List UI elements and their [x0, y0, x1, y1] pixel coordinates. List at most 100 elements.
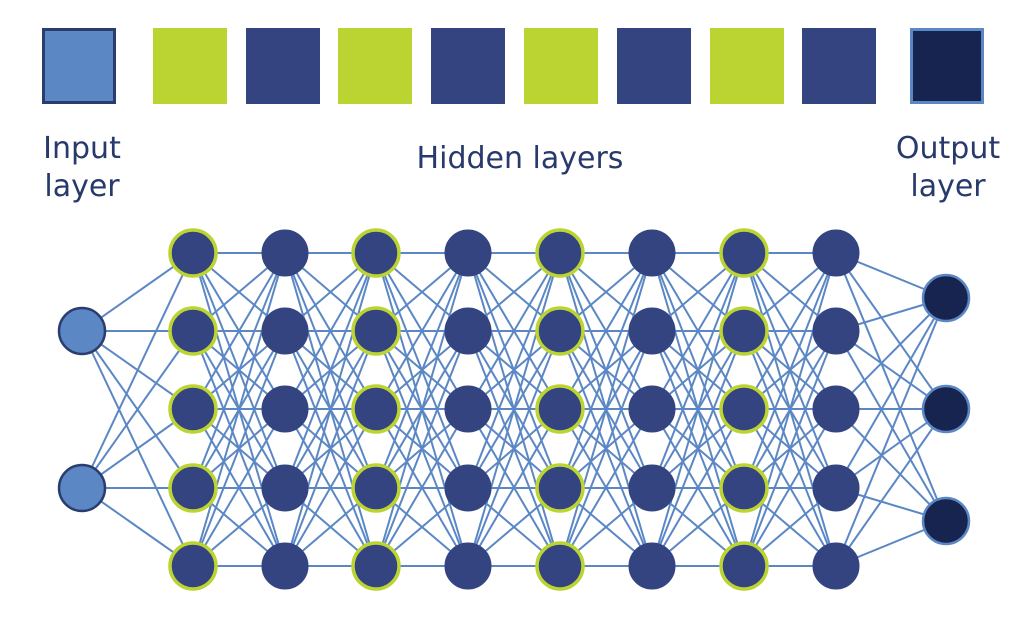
edge-3-3-0	[375, 252, 469, 489]
neuron-green-3-3	[351, 463, 401, 513]
hidden-layers-label: Hidden layers	[416, 141, 624, 176]
neuron-green-7-1	[719, 306, 769, 356]
edge-0-1-1	[81, 330, 194, 489]
legend-square-green-5	[524, 28, 598, 104]
edge-4-4-1	[467, 330, 561, 567]
neuron-green-3-1	[351, 306, 401, 356]
edge-6-2-0	[651, 252, 745, 410]
neuron-green-3-0	[351, 228, 401, 278]
edge-7-3-0	[743, 252, 837, 489]
neuron-input-0-1	[57, 463, 107, 513]
neuron-input-0-0	[57, 306, 107, 356]
edge-6-3-0	[651, 252, 745, 489]
edge-8-0-2	[835, 252, 947, 522]
neuron-navy-2-3	[261, 464, 309, 512]
legend-square-navy-6	[617, 28, 691, 104]
edge-5-2-0	[559, 252, 653, 410]
neuron-green-1-4	[168, 541, 218, 591]
neuron-navy-2-1	[261, 307, 309, 355]
neuron-green-3-4	[351, 541, 401, 591]
edge-7-4-0	[743, 252, 837, 567]
neuron-green-5-0	[535, 228, 585, 278]
edge-4-2-0	[467, 252, 561, 410]
neuron-green-7-0	[719, 228, 769, 278]
neuron-green-5-4	[535, 541, 585, 591]
neuron-green-5-1	[535, 306, 585, 356]
neuron-navy-8-3	[812, 464, 860, 512]
legend-square-navy-4	[431, 28, 505, 104]
edge-2-2-0	[284, 252, 377, 410]
neuron-green-7-4	[719, 541, 769, 591]
edge-1-4-1	[192, 330, 286, 567]
edge-8-0-1	[835, 252, 947, 410]
edge-0-1-0	[81, 252, 194, 489]
neuron-green-7-2	[719, 384, 769, 434]
neuron-navy-4-0	[444, 229, 492, 277]
edge-2-4-1	[284, 330, 377, 567]
edge-4-4-2	[467, 408, 561, 567]
input-label-line1: Input	[43, 131, 121, 166]
neuron-navy-8-1	[812, 307, 860, 355]
edge-4-4-0	[467, 252, 561, 567]
neuron-navy-4-2	[444, 385, 492, 433]
edge-3-2-0	[375, 252, 469, 410]
neuron-navy-2-0	[261, 229, 309, 277]
edge-2-4-2	[284, 408, 377, 567]
edge-3-4-0	[375, 252, 469, 567]
neuron-output-9-0	[921, 273, 971, 323]
edge-2-3-0	[284, 252, 377, 489]
edge-8-1-2	[835, 330, 947, 522]
edge-5-4-0	[559, 252, 653, 567]
neuron-navy-2-4	[261, 542, 309, 590]
output-label-line2: layer	[910, 169, 986, 204]
neuron-navy-8-4	[812, 542, 860, 590]
edge-2-4-0	[284, 252, 377, 567]
neuron-output-9-2	[921, 496, 971, 546]
edge-6-4-0	[651, 252, 745, 567]
edge-6-4-2	[651, 408, 745, 567]
edge-5-4-1	[559, 330, 653, 567]
output-label-line1: Output	[895, 131, 1001, 166]
neuron-navy-6-1	[628, 307, 676, 355]
edge-1-2-0	[192, 252, 286, 410]
legend-square-green-7	[710, 28, 784, 104]
neuron-navy-4-4	[444, 542, 492, 590]
neuron-output-9-1	[921, 384, 971, 434]
neuron-navy-6-4	[628, 542, 676, 590]
legend-square-green-3	[338, 28, 412, 104]
edge-3-4-1	[375, 330, 469, 567]
legend-square-navy-8	[802, 28, 876, 104]
edge-1-4-2	[192, 408, 286, 567]
edge-1-4-0	[192, 252, 286, 567]
edge-5-3-0	[559, 252, 653, 489]
edge-8-4-1	[835, 408, 947, 567]
neuron-green-1-3	[168, 463, 218, 513]
neuron-navy-6-0	[628, 229, 676, 277]
input-layer-label: Input layer	[22, 130, 142, 206]
legend-square-navy-2	[246, 28, 320, 104]
neuron-green-1-2	[168, 384, 218, 434]
neuron-navy-6-2	[628, 385, 676, 433]
layer-legend	[42, 28, 984, 104]
neuron-navy-8-0	[812, 229, 860, 277]
neuron-navy-4-3	[444, 464, 492, 512]
neuron-green-5-2	[535, 384, 585, 434]
edge-1-3-0	[192, 252, 286, 489]
edge-7-2-0	[743, 252, 837, 410]
neurons	[57, 228, 971, 591]
edge-5-4-2	[559, 408, 653, 567]
edge-7-4-1	[743, 330, 837, 567]
edge-8-2-2	[835, 408, 947, 522]
neuron-navy-6-3	[628, 464, 676, 512]
input-label-line2: layer	[44, 169, 120, 204]
neuron-green-1-1	[168, 306, 218, 356]
legend-square-green-1	[153, 28, 227, 104]
output-layer-label: Output layer	[880, 130, 1016, 206]
neuron-green-5-3	[535, 463, 585, 513]
legend-square-input-0	[42, 28, 116, 104]
edge-8-4-0	[835, 297, 947, 567]
neuron-navy-2-2	[261, 385, 309, 433]
edge-8-3-0	[835, 297, 947, 489]
neuron-navy-8-2	[812, 385, 860, 433]
